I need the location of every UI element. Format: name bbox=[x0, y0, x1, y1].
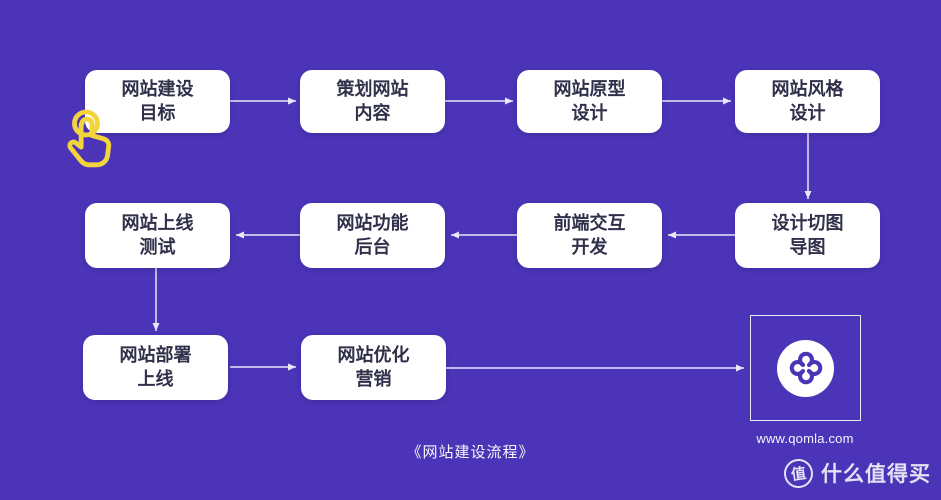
qomla-clover-logo-icon bbox=[789, 351, 822, 385]
smzdm-watermark-text: 什么值得买 bbox=[821, 463, 931, 486]
flow-node-slicing: 设计切图 导图 bbox=[735, 203, 880, 268]
smzdm-watermark: 值 什么值得买 bbox=[782, 456, 931, 490]
smzdm-badge-icon: 值 bbox=[782, 456, 815, 490]
flow-node-frontend: 前端交互 开发 bbox=[517, 203, 662, 268]
flow-node-plan: 策划网站 内容 bbox=[300, 70, 445, 133]
tap-hand-icon bbox=[67, 109, 112, 168]
qomla-logo-card bbox=[750, 315, 861, 421]
qomla-logo-circle bbox=[777, 339, 834, 397]
flow-node-style: 网站风格 设计 bbox=[735, 70, 880, 133]
flow-node-marketing: 网站优化 营销 bbox=[301, 335, 446, 400]
flow-node-test: 网站上线 测试 bbox=[85, 203, 230, 268]
diagram-caption: 《网站建设流程》 bbox=[406, 444, 535, 461]
qomla-url-text: www.qomla.com bbox=[756, 431, 854, 446]
flow-node-prototype: 网站原型 设计 bbox=[517, 70, 662, 133]
flow-node-goal: 网站建设 目标 bbox=[85, 70, 230, 133]
flow-node-deploy: 网站部署 上线 bbox=[83, 335, 228, 400]
flow-node-backend: 网站功能 后台 bbox=[300, 203, 445, 268]
